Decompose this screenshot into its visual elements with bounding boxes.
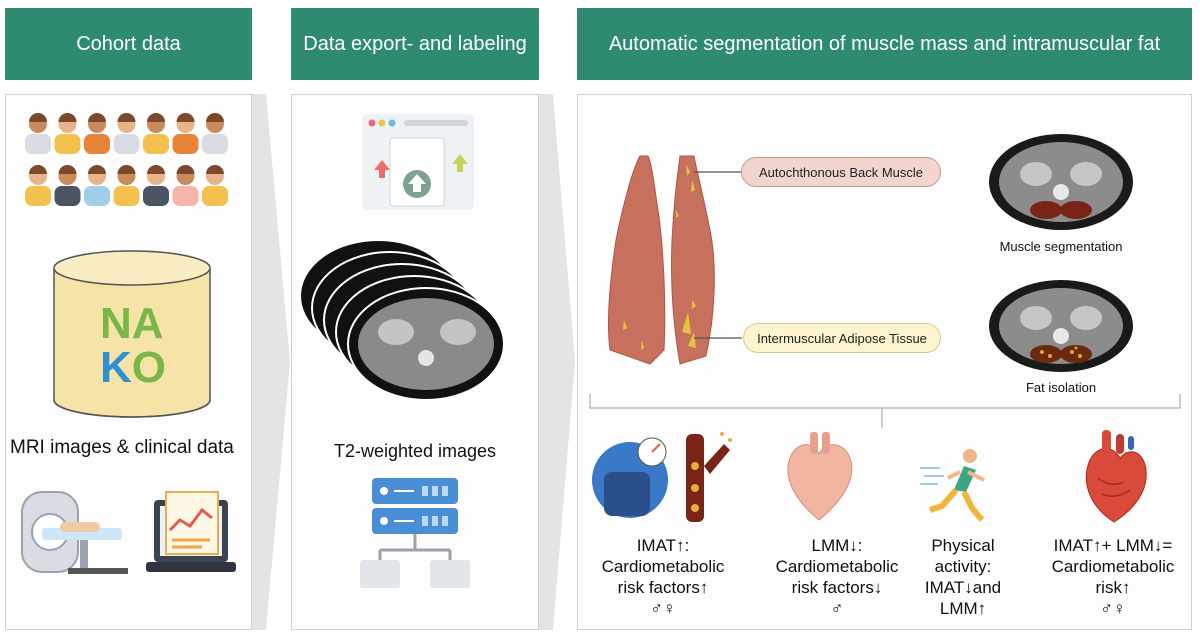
person-hair bbox=[206, 165, 224, 174]
finding-line: Cardiometabolic bbox=[775, 557, 899, 576]
person-hair bbox=[147, 165, 165, 174]
finding-line: risk↑ bbox=[1095, 578, 1131, 597]
finding-line: IMAT↓and bbox=[924, 578, 1002, 597]
finding-line: LMM↓: bbox=[811, 536, 863, 555]
person-body bbox=[84, 134, 110, 154]
flow-arrow-1 bbox=[252, 94, 290, 630]
finding-line: LMM↑ bbox=[939, 599, 987, 618]
person-body bbox=[54, 134, 81, 154]
pointer-lines bbox=[694, 171, 742, 339]
mri-slice-tissue bbox=[358, 298, 494, 390]
finding-sex-symbols: ♂ bbox=[830, 599, 844, 618]
export-caption: T2-weighted images bbox=[333, 441, 497, 461]
mri-slice-stack bbox=[299, 239, 505, 401]
person-hair bbox=[117, 113, 136, 122]
finding-physical-activity: Physical activity: IMAT↓and LMM↑ bbox=[908, 535, 1018, 619]
runner-icon bbox=[920, 449, 985, 522]
person-hair bbox=[206, 113, 224, 122]
cohort-caption: MRI images & clinical data bbox=[10, 437, 234, 458]
person-hair bbox=[29, 165, 47, 174]
laptop-report-icon bbox=[146, 491, 236, 572]
logo-letter-o: O bbox=[131, 343, 167, 392]
back-muscle-render bbox=[607, 155, 715, 365]
person-hair bbox=[88, 113, 106, 122]
person-hair bbox=[58, 165, 77, 174]
mri-fat-isolation bbox=[989, 280, 1133, 372]
finding-line: risk factors↑ bbox=[617, 578, 709, 597]
finding-line: risk factors↓ bbox=[791, 578, 883, 597]
person-hair bbox=[176, 165, 195, 174]
mri-muscle-segmentation bbox=[989, 134, 1133, 230]
label-imat: Intermuscular Adipose Tissue bbox=[743, 323, 941, 353]
finding-line: Physical bbox=[931, 536, 995, 555]
mri-organ bbox=[418, 350, 434, 366]
logo-letter-a: A bbox=[131, 299, 164, 348]
finding-sex-symbols: ♂♀ bbox=[1100, 599, 1126, 618]
person-body bbox=[113, 134, 140, 154]
header-cohort-label: Cohort data bbox=[76, 32, 181, 55]
anatomical-heart-icon bbox=[1085, 430, 1147, 523]
finding-lmm-risk: LMM↓: Cardiometabolic risk factors↓ ♂ bbox=[762, 535, 912, 619]
finding-combined-risk: IMAT↑+ LMM↓= Cardiometabolic risk↑ ♂♀ bbox=[1034, 535, 1192, 619]
header-cohort-data: Cohort data bbox=[5, 8, 252, 80]
finding-sex-symbols: ♂♀ bbox=[650, 599, 676, 618]
finding-line: Cardiometabolic bbox=[1051, 557, 1175, 576]
person-hair bbox=[176, 113, 195, 122]
header-segmentation-label: Automatic segmentation of muscle mass an… bbox=[608, 32, 1161, 55]
finding-line: Cardiometabolic bbox=[601, 557, 725, 576]
person-hair bbox=[117, 165, 136, 174]
caption-muscle-segmentation: Muscle segmentation bbox=[999, 239, 1123, 254]
label-back-muscle: Autochthonous Back Muscle bbox=[741, 157, 941, 187]
person-hair bbox=[88, 165, 106, 174]
person-body bbox=[113, 186, 140, 206]
flow-arrow-2 bbox=[539, 94, 575, 630]
person-hair bbox=[29, 113, 47, 122]
logo-letter-n: N bbox=[100, 299, 132, 348]
person-body bbox=[54, 186, 81, 206]
person-body bbox=[143, 134, 169, 154]
person-body bbox=[25, 186, 51, 206]
person-hair bbox=[147, 113, 165, 122]
heart-icon bbox=[787, 432, 853, 521]
person-body bbox=[25, 134, 51, 154]
header-segmentation: Automatic segmentation of muscle mass an… bbox=[577, 8, 1192, 80]
header-export-label: Data export- and labeling bbox=[303, 32, 527, 55]
person-body bbox=[202, 186, 228, 206]
finding-line: activity: bbox=[934, 557, 992, 576]
mri-organ bbox=[378, 319, 414, 345]
database-icon bbox=[53, 250, 211, 418]
caption-fat-isolation: Fat isolation bbox=[1025, 380, 1097, 395]
finding-imat-risk: IMAT↑: Cardiometabolic risk factors↑ ♂♀ bbox=[588, 535, 738, 619]
finding-line: IMAT↑: bbox=[636, 536, 690, 555]
person-hair bbox=[58, 113, 77, 122]
person-body bbox=[84, 186, 110, 206]
bracket-connector bbox=[589, 394, 1181, 428]
mri-organ bbox=[440, 319, 476, 345]
person-body bbox=[202, 134, 228, 154]
person-body bbox=[143, 186, 169, 206]
logo-letter-k: K bbox=[100, 343, 132, 392]
people-crowd-icon bbox=[25, 113, 228, 206]
server-network-icon bbox=[360, 478, 470, 588]
finding-line: IMAT↑+ LMM↓= bbox=[1053, 536, 1173, 555]
file-upload-icon bbox=[362, 114, 474, 210]
header-data-export: Data export- and labeling bbox=[291, 8, 539, 80]
person-body bbox=[172, 186, 199, 206]
person-body bbox=[172, 134, 199, 154]
mri-scanner-icon bbox=[21, 491, 128, 574]
blood-pressure-vessel-icon bbox=[592, 432, 732, 522]
